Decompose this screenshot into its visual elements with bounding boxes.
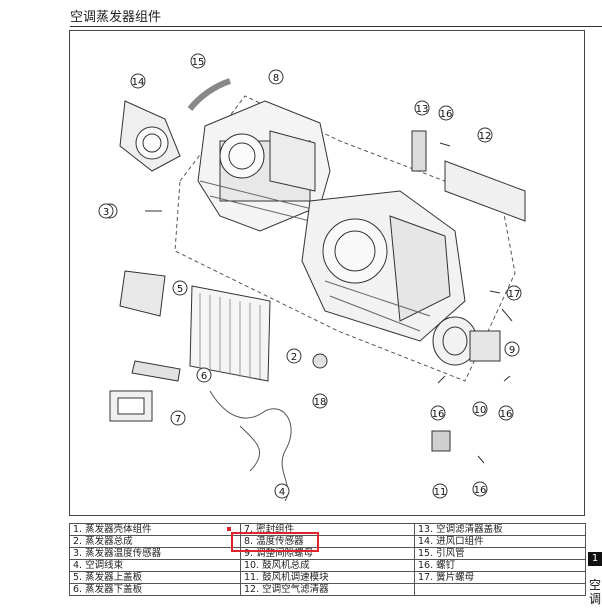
table-cell: 4. 空调线束 bbox=[69, 559, 241, 572]
callout-5: 5 bbox=[172, 280, 188, 296]
table-cell: 14. 进风口组件 bbox=[414, 535, 586, 548]
svg-text:2: 2 bbox=[291, 352, 297, 363]
callout-9: 9 bbox=[504, 341, 520, 357]
svg-text:10: 10 bbox=[474, 405, 487, 416]
exploded-view-drawing: 1 2 4 5 6 7 8 9 10 11 12 13 14 15 16 16 … bbox=[98, 53, 526, 502]
callout-18: 18 bbox=[312, 393, 328, 409]
callout-16d: 16 bbox=[472, 481, 488, 497]
table-cell: 12. 空调空气滤清器 bbox=[240, 583, 415, 596]
svg-text:16: 16 bbox=[474, 485, 487, 496]
callout-13: 13 bbox=[414, 100, 430, 116]
evaporator-core-drawing bbox=[189, 285, 271, 382]
table-row: 5. 蒸发器上盖板 11. 鼓风机调速模块 17. 簧片螺母 bbox=[69, 571, 586, 584]
table-cell: 5. 蒸发器上盖板 bbox=[69, 571, 241, 584]
svg-text:17: 17 bbox=[508, 289, 521, 300]
callout-2: 2 bbox=[286, 348, 302, 364]
filter-cover-drawing bbox=[411, 130, 427, 172]
svg-text:9: 9 bbox=[509, 345, 515, 356]
svg-text:16: 16 bbox=[432, 409, 445, 420]
temperature-sensor-drawing bbox=[312, 353, 328, 369]
callout-17: 17 bbox=[506, 285, 522, 301]
intake-hose-drawing bbox=[187, 78, 232, 111]
svg-text:18: 18 bbox=[314, 397, 327, 408]
callout-15: 15 bbox=[190, 53, 206, 69]
svg-text:7: 7 bbox=[175, 414, 181, 425]
table-row: 6. 蒸发器下盖板 12. 空调空气滤清器 bbox=[69, 583, 586, 596]
svg-text:15: 15 bbox=[192, 57, 205, 68]
callout-4: 4 bbox=[274, 483, 290, 499]
table-cell: 16. 螺钉 bbox=[414, 559, 586, 572]
svg-text:16: 16 bbox=[500, 409, 513, 420]
page-title: 空调蒸发器组件 bbox=[70, 10, 162, 25]
callout-16c: 16 bbox=[498, 405, 514, 421]
svg-text:13: 13 bbox=[416, 104, 429, 115]
callout-labels: 1 2 4 5 6 7 8 9 10 11 12 13 14 15 16 16 … bbox=[98, 53, 522, 499]
table-cell: 10. 鼓风机总成 bbox=[240, 559, 415, 572]
svg-text:14: 14 bbox=[132, 77, 145, 88]
table-row: 2. 蒸发器总成 8. 温度传感器 14. 进风口组件 bbox=[69, 535, 586, 548]
lower-cover-drawing bbox=[131, 360, 181, 382]
parts-list-table: 1. 蒸发器壳体组件 7. 密封组件 13. 空调滤清器盖板 2. 蒸发器总成 … bbox=[69, 523, 586, 596]
annotation-marker bbox=[227, 527, 231, 531]
table-cell bbox=[414, 583, 586, 596]
callout-12: 12 bbox=[477, 127, 493, 143]
callout-6: 6 bbox=[196, 367, 212, 383]
callout-11: 11 bbox=[432, 483, 448, 499]
callout-16a: 16 bbox=[438, 105, 454, 121]
chapter-side-label: 空调 bbox=[589, 578, 602, 606]
upper-cover-drawing bbox=[119, 270, 166, 317]
chapter-tab: 1 bbox=[588, 552, 602, 566]
svg-text:8: 8 bbox=[273, 73, 279, 84]
speed-module-drawing bbox=[431, 430, 451, 452]
air-inlet-drawing bbox=[119, 100, 181, 172]
svg-text:4: 4 bbox=[279, 487, 285, 498]
table-cell: 11. 鼓风机调速模块 bbox=[240, 571, 415, 584]
table-cell: 13. 空调滤清器盖板 bbox=[414, 523, 586, 536]
svg-text:5: 5 bbox=[177, 284, 183, 295]
table-row: 3. 蒸发器温度传感器 9. 调整间隙螺母 15. 引风管 bbox=[69, 547, 586, 560]
cabin-filter-drawing bbox=[444, 160, 526, 222]
svg-text:12: 12 bbox=[479, 131, 492, 142]
lower-housing-drawing bbox=[301, 190, 466, 342]
callout-8: 8 bbox=[268, 69, 284, 85]
exploded-view-figure: 1 2 4 5 6 7 8 9 10 11 12 13 14 15 16 16 … bbox=[69, 30, 585, 516]
table-cell: 6. 蒸发器下盖板 bbox=[69, 583, 241, 596]
table-cell: 1. 蒸发器壳体组件 bbox=[69, 523, 241, 536]
wiring-harness-drawing bbox=[209, 390, 292, 502]
table-cell: 17. 簧片螺母 bbox=[414, 571, 586, 584]
svg-text:6: 6 bbox=[201, 371, 207, 382]
callout-7: 7 bbox=[170, 410, 186, 426]
table-row: 4. 空调线束 10. 鼓风机总成 16. 螺钉 bbox=[69, 559, 586, 572]
table-cell: 3. 蒸发器温度传感器 bbox=[69, 547, 241, 560]
table-cell: 15. 引风管 bbox=[414, 547, 586, 560]
svg-text:16: 16 bbox=[440, 109, 453, 120]
callout-16b: 16 bbox=[430, 405, 446, 421]
upper-housing-drawing bbox=[197, 100, 331, 232]
callout-14: 14 bbox=[130, 73, 146, 89]
callout-10: 10 bbox=[472, 401, 488, 417]
svg-text:3: 3 bbox=[103, 207, 109, 218]
table-cell: 2. 蒸发器总成 bbox=[69, 535, 241, 548]
highlight-box bbox=[231, 532, 319, 552]
title-divider bbox=[70, 26, 602, 27]
blower-drawing bbox=[432, 316, 501, 366]
svg-text:11: 11 bbox=[434, 487, 447, 498]
callout-3b: 3 bbox=[98, 203, 114, 219]
table-row: 1. 蒸发器壳体组件 7. 密封组件 13. 空调滤清器盖板 bbox=[69, 523, 586, 536]
